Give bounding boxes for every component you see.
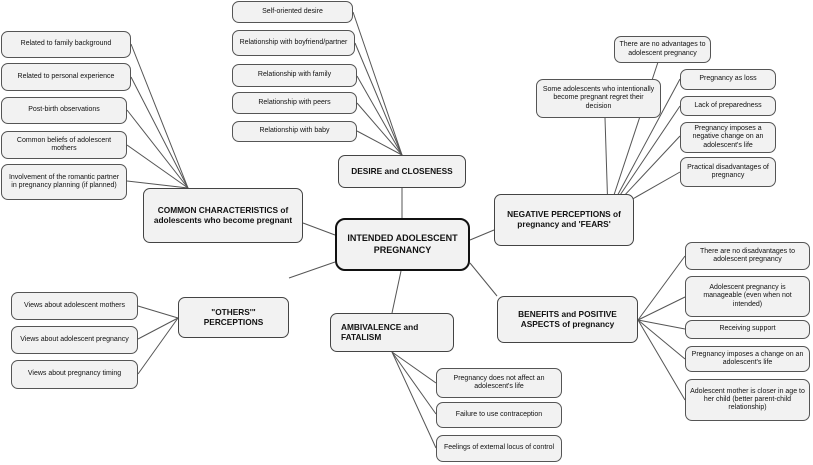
subtheme-views-mothers: Views about adolescent mothers	[11, 292, 138, 320]
subtheme-post-birth-observations: Post-birth observations	[1, 97, 127, 124]
subtheme-personal-experience: Related to personal experience	[1, 63, 131, 91]
subtheme-negative-change: Pregnancy imposes a negative change on a…	[680, 122, 776, 153]
subtheme-regret-decision: Some adolescents who intentionally becom…	[536, 79, 661, 118]
subtheme-failure-contraception: Failure to use contraception	[436, 402, 562, 428]
subtheme-manageable: Adolescent pregnancy is manageable (even…	[685, 276, 810, 317]
theme-benefits-positive: BENEFITS and POSITIVE ASPECTS of pregnan…	[497, 296, 638, 343]
subtheme-self-oriented-desire: Self-oriented desire	[232, 1, 353, 23]
subtheme-pregnancy-as-loss: Pregnancy as loss	[680, 69, 776, 90]
theme-desire-closeness: DESIRE and CLOSENESS	[338, 155, 466, 188]
subtheme-practical-disadvantages: Practical disadvantages of pregnancy	[680, 157, 776, 187]
subtheme-relationship-baby: Relationship with baby	[232, 121, 357, 142]
subtheme-no-disadvantages: There are no disadvantages to adolescent…	[685, 242, 810, 270]
subtheme-lack-of-preparedness: Lack of preparedness	[680, 96, 776, 116]
subtheme-relationship-partner: Relationship with boyfriend/partner	[232, 30, 355, 56]
theme-ambivalence-fatalism: AMBIVALENCE and FATALISM	[330, 313, 454, 352]
subtheme-views-timing: Views about pregnancy timing	[11, 360, 138, 389]
subtheme-relationship-family: Relationship with family	[232, 64, 357, 87]
subtheme-closer-in-age: Adolescent mother is closer in age to he…	[685, 379, 810, 421]
subtheme-external-locus: Feelings of external locus of control	[436, 435, 562, 462]
theme-negative-perceptions: NEGATIVE PERCEPTIONS of pregnancy and 'F…	[494, 194, 634, 246]
subtheme-does-not-affect: Pregnancy does not affect an adolescent'…	[436, 368, 562, 398]
subtheme-family-background: Related to family background	[1, 31, 131, 58]
subtheme-receiving-support: Receiving support	[685, 320, 810, 339]
subtheme-relationship-peers: Relationship with peers	[232, 92, 357, 114]
subtheme-romantic-partner: Involvement of the romantic partner in p…	[1, 164, 127, 200]
subtheme-change-on-life: Pregnancy imposes a change on an adolesc…	[685, 346, 810, 372]
subtheme-common-beliefs: Common beliefs of adolescent mothers	[1, 131, 127, 159]
subtheme-no-advantages: There are no advantages to adolescent pr…	[614, 36, 711, 63]
central-concept: INTENDED ADOLESCENT PREGNANCY	[335, 218, 470, 271]
theme-common-characteristics: COMMON CHARACTERISTICS of adolescents wh…	[143, 188, 303, 243]
subtheme-views-pregnancy: Views about adolescent pregnancy	[11, 326, 138, 354]
theme-others-perceptions: "OTHERS'" PERCEPTIONS	[178, 297, 289, 338]
